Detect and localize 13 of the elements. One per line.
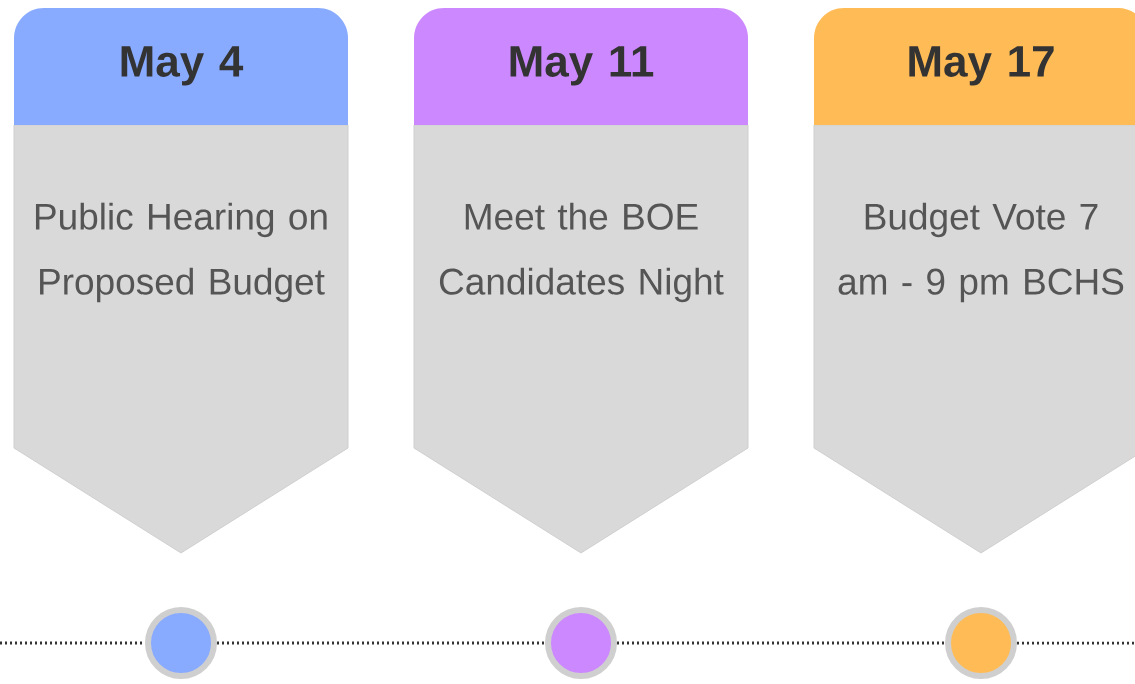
- timeline-card: May 17 Budget Vote 7 am - 9 pm BCHS: [813, 8, 1135, 554]
- dotted-line: [1017, 641, 1135, 645]
- dotted-line: [617, 641, 945, 645]
- timeline-card: May 4 Public Hearing on Proposed Budget: [13, 8, 349, 554]
- node-label: May 4: [121, 46, 244, 86]
- dotted-line: [217, 641, 545, 645]
- node-label: May 11: [510, 46, 654, 86]
- timeline-dot: [145, 607, 217, 679]
- timeline-dot: [545, 607, 617, 679]
- node-label: May 17: [909, 46, 1054, 86]
- timeline-card: May 11 Meet the BOE Candidates Night: [413, 8, 749, 554]
- timeline-dot: [945, 607, 1017, 679]
- dotted-line: [0, 641, 145, 645]
